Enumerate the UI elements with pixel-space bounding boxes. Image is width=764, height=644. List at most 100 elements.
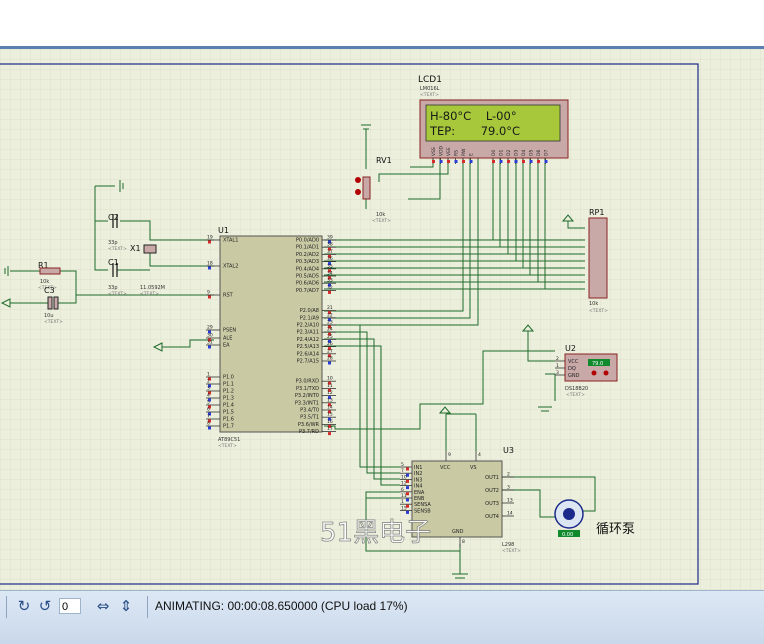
u3-pin-number: 14	[507, 511, 513, 517]
u1-pin-p1-3: P1.3	[223, 396, 234, 402]
c2-text-tag: <TEXT>	[108, 246, 127, 252]
u1-pin-p1-5: P1.5	[223, 410, 234, 416]
r1-component[interactable]: R1 10k <TEXT>	[4, 261, 61, 291]
u1-pin-number: 3	[207, 386, 210, 392]
lcd1-pin-state	[537, 160, 540, 163]
u1-pin-p0-3-ad3: P0.3/AD3	[296, 259, 319, 265]
schematic-drawing[interactable]: LCD1 LM016L <TEXT> H-80°C L-00° TEP: 79.…	[0, 49, 764, 590]
u1-pin-number: 1	[207, 372, 210, 378]
u1-pin-state	[208, 398, 211, 402]
u1-pin-p3-7-rd: P3.7/RD	[299, 429, 319, 435]
u1-pin-p2-5-a13: P2.5/A13	[297, 344, 319, 350]
u1-pin-p3-4-t0: P3.4/T0	[300, 408, 319, 414]
u1-pin-number: 16	[327, 419, 333, 425]
lcd1-pin-rw: RW	[461, 148, 467, 156]
u3-pin-out4: OUT4	[485, 514, 499, 520]
watermark: 51黑电子	[320, 518, 431, 548]
u1-pin-p3-1-txd: P3.1/TXD	[296, 386, 319, 392]
lcd1-pin-d4: D4	[521, 150, 527, 156]
u1-pin-state	[328, 269, 331, 273]
u1-pin-state	[328, 410, 331, 414]
u1-pin-state	[328, 432, 331, 436]
u1-pin-state	[208, 377, 211, 381]
u1-body	[219, 235, 323, 433]
lcd1-pin-state	[454, 160, 458, 163]
u3-pin-state	[406, 498, 409, 502]
sheet-border	[0, 63, 699, 585]
c1-plates	[112, 263, 118, 277]
lcd1-line2: TEP: 79.0°C	[429, 124, 520, 138]
toolbar-separator-2	[147, 596, 148, 618]
u3-pin-in4: IN4	[414, 484, 422, 490]
mirror-vertical-icon[interactable]: ⇕	[119, 597, 133, 615]
u1-pin-number: 32	[327, 285, 333, 291]
status-bar: ↻ ↺ 0 ⇔ ⇕ ANIMATING: 00:00:08.650000 (CP…	[0, 590, 764, 644]
rotate-anticlockwise-icon[interactable]: ↺	[38, 597, 52, 615]
r1-text-tag: <TEXT>	[38, 285, 57, 291]
u1-pin-p2-3-a11: P2.3/A11	[297, 330, 319, 336]
u3-pin-number: 10	[401, 474, 407, 480]
schematic-canvas[interactable]: LCD1 LM016L <TEXT> H-80°C L-00° TEP: 79.…	[0, 46, 764, 590]
u1-pin-p1-0: P1.0	[223, 375, 234, 381]
motor-readout-box	[558, 530, 580, 537]
u1-part: AT89C51	[218, 437, 240, 443]
lcd1-component[interactable]: LCD1 LM016L <TEXT> H-80°C L-00° TEP: 79.…	[418, 75, 569, 164]
u1-pin-number: 19	[207, 235, 213, 241]
u1-pin-state	[208, 345, 211, 349]
grid-background	[0, 49, 764, 590]
u3-pin-number: 5	[401, 462, 404, 468]
motor-component[interactable]: 0.00 循环泵	[554, 499, 635, 538]
rv1-component[interactable]: RV1 10k <TEXT>	[355, 124, 392, 224]
u1-pin-state	[328, 361, 331, 365]
lcd1-pin-d5: D5	[529, 150, 535, 156]
u1-pin-number: 10	[327, 376, 333, 382]
u1-pin-ale: ALE	[223, 336, 232, 342]
u1-pin-rst: RST	[223, 293, 234, 299]
c2-component[interactable]: C2 33p <TEXT>	[108, 213, 127, 252]
lcd1-pin-e: E	[469, 153, 475, 156]
mirror-horizontal-icon[interactable]: ⇔	[96, 597, 110, 615]
rotate-clockwise-icon[interactable]: ↻	[17, 597, 31, 615]
top-window-area	[0, 0, 764, 46]
u3-pin-number: 11	[401, 493, 407, 499]
lcd1-pin-d7: D7	[544, 150, 550, 156]
u1-pin-state	[328, 396, 331, 400]
rp1-component[interactable]: RP1 10k <TEXT>	[561, 208, 608, 314]
u2-button-down[interactable]	[591, 370, 597, 376]
u1-pin-state	[328, 354, 331, 358]
u1-pin-state	[208, 391, 211, 395]
u3-power-symbol	[438, 406, 452, 414]
c3-plate-a	[47, 296, 53, 310]
u1-pin-number: 38	[327, 242, 333, 248]
u3-pin-in1: IN1	[414, 465, 422, 471]
u2-pin-vcc: VCC	[568, 359, 579, 365]
lcd1-pin-state	[529, 160, 533, 163]
c3-component[interactable]: C3 10u <TEXT>	[0, 286, 63, 325]
u1-pin-number: 15	[327, 412, 333, 418]
lcd1-ref: LCD1	[418, 75, 442, 85]
u2-button-up[interactable]	[603, 370, 609, 376]
u1-pin-p0-4-ad4: P0.4/AD4	[296, 266, 319, 272]
lcd1-pin-state	[469, 160, 473, 163]
u1-pin-number: 4	[207, 393, 210, 399]
x1-component[interactable]: X1 11.0592M <TEXT>	[119, 180, 165, 297]
u2-display	[588, 359, 610, 366]
lcd1-pin-vee: VEE	[446, 147, 452, 156]
u1-pin-state	[328, 403, 331, 407]
u1-pin-xtal1: XTAL1	[223, 238, 238, 244]
c1-component[interactable]: C1 33p <TEXT>	[108, 258, 127, 297]
r1-body	[39, 267, 61, 275]
u1-pin-number: 8	[207, 421, 210, 427]
lcd1-pin-d3: D3	[514, 150, 520, 156]
rp1-ref: RP1	[589, 208, 604, 217]
rp1-power-symbol	[561, 214, 575, 222]
u1-pin-number: 31	[207, 340, 213, 346]
u1-pin-state	[328, 240, 331, 244]
rotation-angle-input[interactable]: 0	[59, 598, 81, 614]
u1-pin-state	[208, 240, 211, 244]
